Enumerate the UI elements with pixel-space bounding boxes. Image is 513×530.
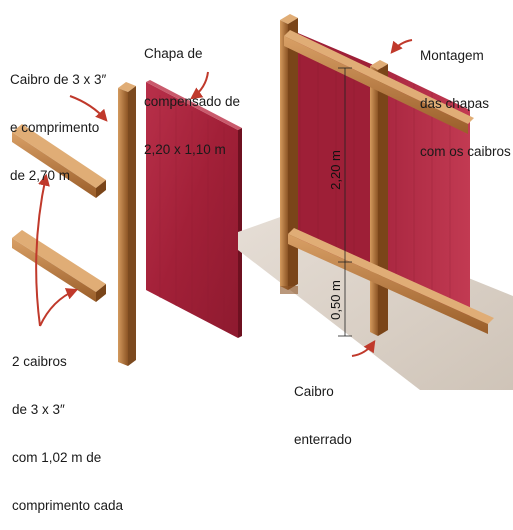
label-montagem: Montagem das chapas com os caibros xyxy=(420,48,511,159)
long-caibro xyxy=(118,82,136,366)
dimension-lower: 0,50 m xyxy=(328,280,343,320)
callout-arrows xyxy=(35,39,413,357)
short-caibro-bottom xyxy=(12,230,106,302)
short-caibro-top xyxy=(12,124,106,198)
label-caibro-enterrado: Caibro enterrado xyxy=(294,384,352,447)
label-chapa: Chapa de compensado de 2,20 x 1,10 m xyxy=(144,46,241,157)
label-caibros-short: 2 caibros de 3 x 3″ com 1,02 m de compri… xyxy=(12,354,124,513)
dimension-upper: 2,20 m xyxy=(328,150,343,190)
diagram-stage: 2,20 m 0,50 m Caibro de 3 x 3″ e comprim… xyxy=(10,14,513,513)
assembly xyxy=(280,14,494,336)
diagram-canvas: 2,20 m 0,50 m xyxy=(12,14,513,390)
dimension-lines xyxy=(338,67,352,337)
label-caibro-long: Caibro de 3 x 3″ e comprimento de 2,70 m xyxy=(10,72,107,183)
plywood-sheet xyxy=(146,80,242,338)
